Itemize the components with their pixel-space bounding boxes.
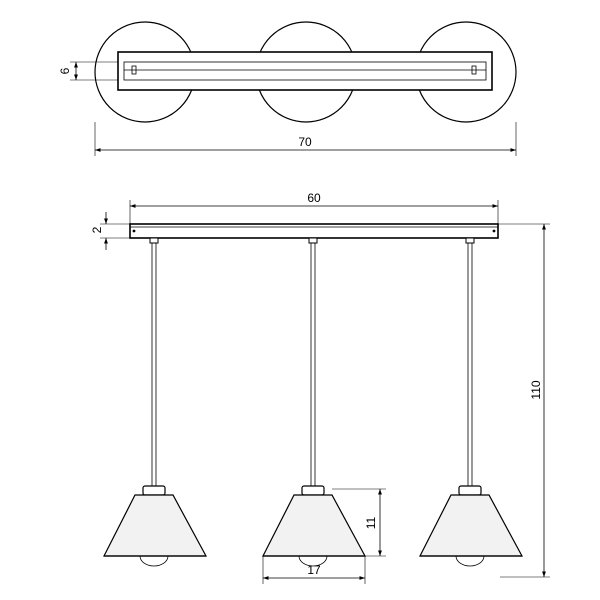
pendant-center-bulb [298, 555, 328, 567]
front-canopy-screw-left [132, 229, 136, 233]
pendant-right [419, 237, 524, 567]
front-view: 60 2 110 [90, 191, 550, 584]
front-canopy-screw-right [492, 229, 496, 233]
pendant-right-socket-cap [458, 485, 482, 496]
pendant-left-ceiling-cap [149, 237, 159, 244]
canopy-length-dimension-label: 60 [307, 191, 321, 205]
pendant-left-bulb [139, 555, 169, 567]
pendant-center-socket-cap [301, 485, 325, 496]
canopy-height-dimension-label: 2 [90, 226, 104, 233]
depth-dimension-label: 6 [58, 67, 72, 74]
top-canopy-inner [123, 61, 487, 81]
pendant-center-shade [262, 494, 367, 557]
top-mounting-slot-right [471, 65, 477, 75]
shade-height-dimension-label: 11 [364, 516, 378, 529]
width-dimension-label: 70 [298, 135, 312, 149]
pendant-center [262, 237, 367, 567]
pendant-left [103, 237, 208, 567]
pendant-right-ceiling-cap [465, 237, 475, 244]
pendant-right-bulb [455, 555, 485, 567]
top-view: 6 70 [58, 21, 517, 156]
pendant-center-ceiling-cap [308, 237, 318, 244]
pendant-left-socket-cap [142, 485, 166, 496]
total-height-dimension-label: 110 [529, 380, 543, 399]
pendant-right-shade [419, 494, 524, 557]
pendant-left-shade [103, 494, 208, 557]
shade-diameter-dimension-label: 17 [307, 563, 321, 577]
front-canopy-bar [129, 223, 499, 239]
top-mounting-slot-left [131, 65, 137, 75]
top-canopy-outer [117, 51, 493, 91]
